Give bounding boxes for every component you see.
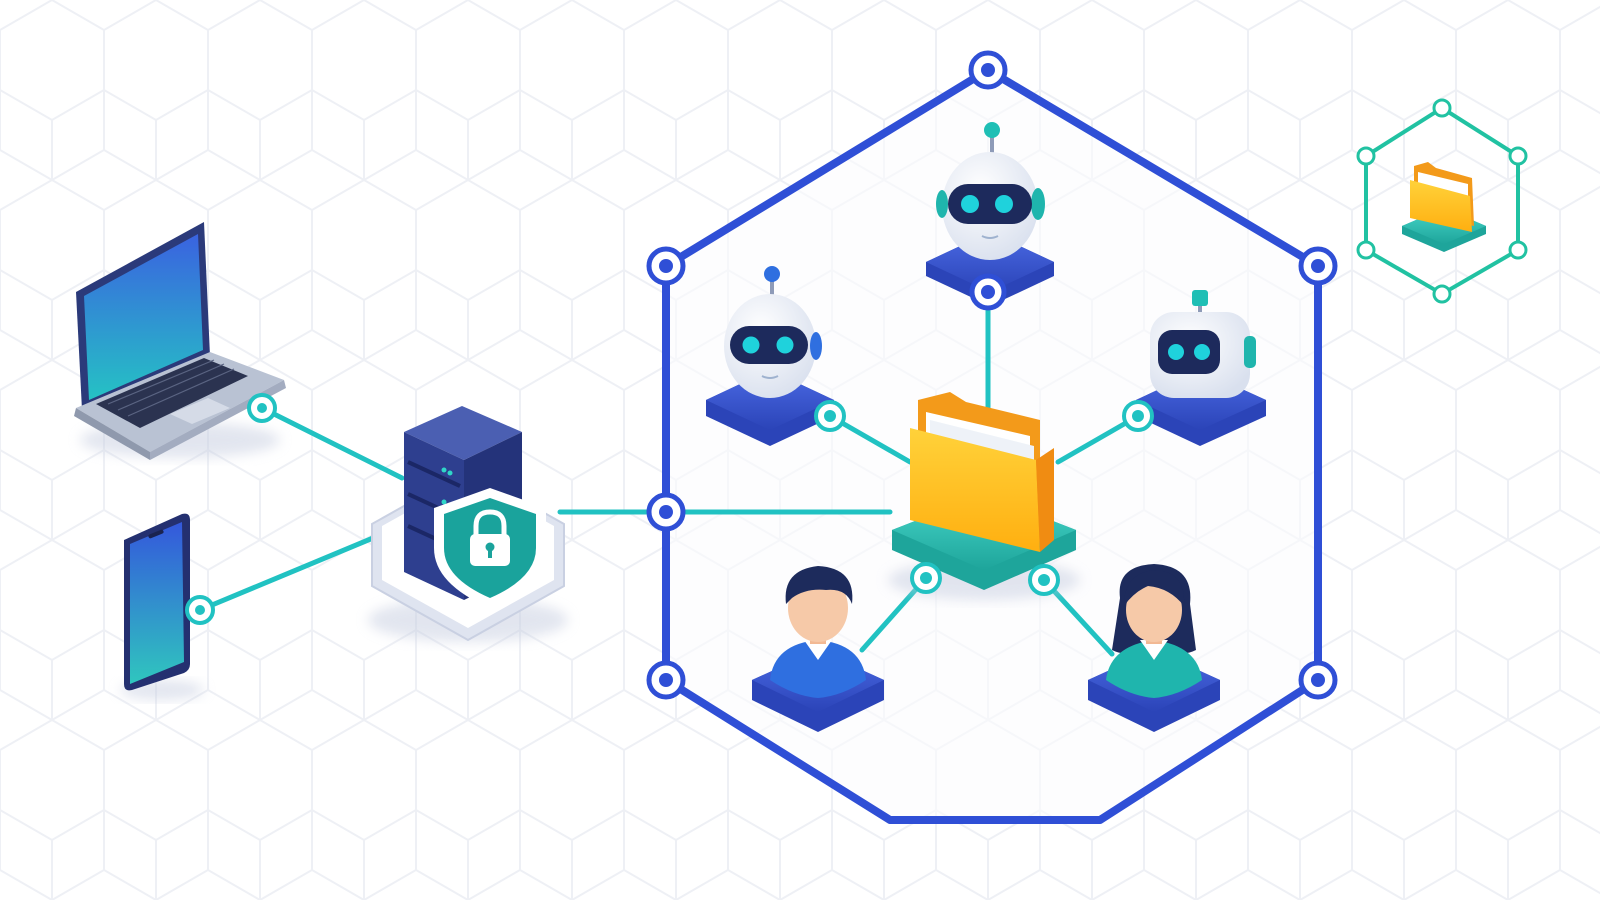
shield-lock-icon xyxy=(434,488,546,608)
secure-server-icon xyxy=(368,406,568,642)
connector-phone-server xyxy=(197,530,388,613)
vertex-upper-left xyxy=(646,246,686,286)
vertex-lower-left xyxy=(646,660,686,700)
vertex-lower-right xyxy=(1298,660,1338,700)
laptop-icon xyxy=(74,222,286,460)
node-folder-person-male xyxy=(910,562,942,594)
connector-nodes xyxy=(185,393,1154,625)
person-icon-female xyxy=(1088,564,1220,732)
shared-folder-icon xyxy=(888,392,1080,600)
robot-agent-icon-right xyxy=(1136,290,1266,446)
smartphone-icon xyxy=(120,513,204,700)
vertex-top xyxy=(968,50,1008,90)
node-laptop xyxy=(247,393,277,423)
node-phone xyxy=(185,595,215,625)
vertex-mid-left xyxy=(646,492,686,532)
node-folder-robot-right xyxy=(1122,400,1154,432)
external-folder-icon xyxy=(1356,98,1528,304)
connector-laptop-server xyxy=(259,405,405,481)
node-folder-robot-left xyxy=(814,400,846,432)
robot-agent-icon-left xyxy=(706,266,834,446)
node-folder-person-female xyxy=(1028,564,1060,596)
robot-agent-icon-top xyxy=(926,122,1054,306)
vertex-robot-top xyxy=(969,273,1007,311)
vertex-upper-right xyxy=(1298,246,1338,286)
workspace-vertex-nodes xyxy=(646,50,1338,700)
person-icon-male xyxy=(752,566,884,732)
